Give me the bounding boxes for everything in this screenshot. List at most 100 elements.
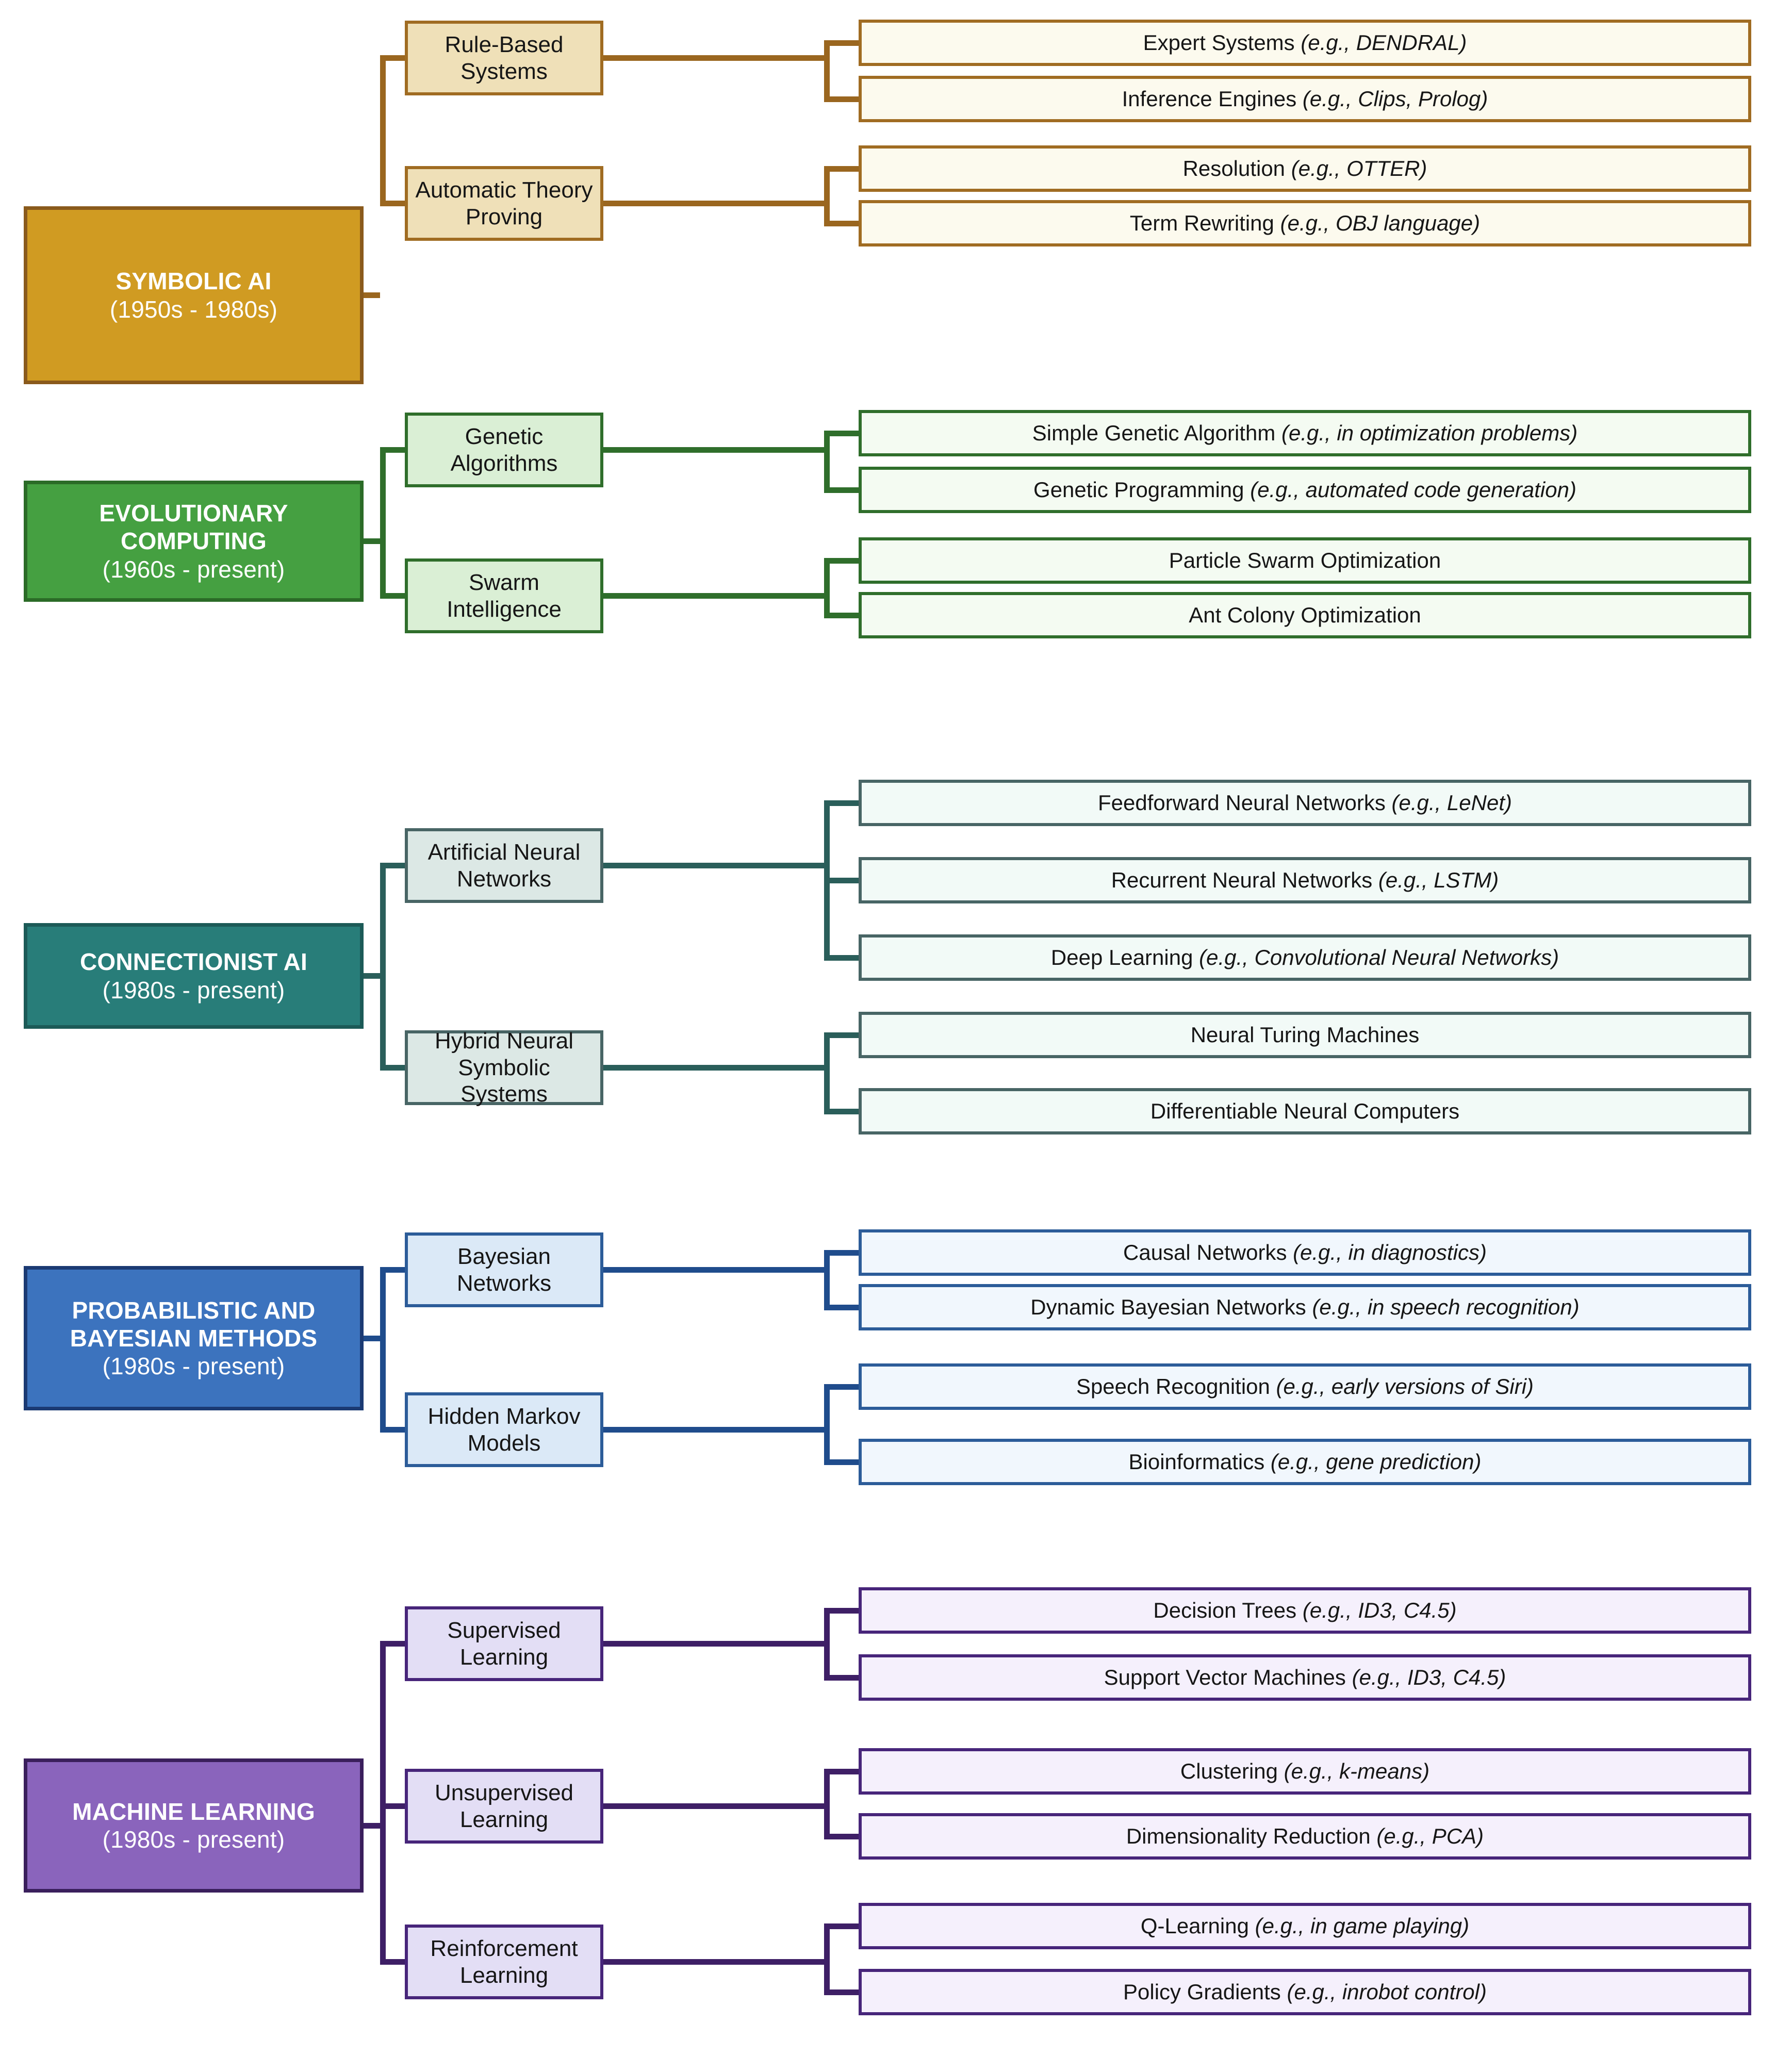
mid-node-evolutionary-1[interactable]: Swarm Intelligence [405, 558, 603, 633]
mid-node-bayesian-0[interactable]: Bayesian Networks [405, 1232, 603, 1307]
root-node-evolutionary[interactable]: EVOLUTIONARY COMPUTING(1960s - present) [24, 481, 364, 602]
leaf-node-machine_learning-1-0[interactable]: Clustering (e.g., k-means) [859, 1748, 1751, 1795]
leaf-example: (e.g., OTTER) [1291, 156, 1427, 181]
leaf-node-evolutionary-0-0[interactable]: Simple Genetic Algorithm (e.g., in optim… [859, 410, 1751, 456]
leaf-title: Bioinformatics [1128, 1450, 1265, 1474]
leaf-stub-machine_learning-0 [603, 1641, 824, 1647]
leaf-title: Deep Learning [1050, 945, 1193, 970]
leaf-spine-machine_learning-1 [824, 1768, 830, 1839]
root-title: EVOLUTIONARY COMPUTING [99, 500, 288, 555]
leaf-connector-connectionist-1-1 [824, 1108, 859, 1114]
leaf-connector-connectionist-0-0 [824, 800, 859, 806]
mid-node-label: Reinforcement Learning [430, 1935, 578, 1988]
child-connector-bayesian-1 [380, 1427, 405, 1433]
leaf-node-machine_learning-2-1[interactable]: Policy Gradients (e.g., inrobot control) [859, 1969, 1751, 2015]
leaf-node-symbolic-0-1[interactable]: Inference Engines (e.g., Clips, Prolog) [859, 76, 1751, 122]
leaf-stub-bayesian-1 [603, 1427, 824, 1433]
leaf-node-bayesian-1-0[interactable]: Speech Recognition (e.g., early versions… [859, 1363, 1751, 1410]
leaf-title: Term Rewriting [1129, 211, 1274, 236]
leaf-node-connectionist-1-0[interactable]: Neural Turing Machines [859, 1012, 1751, 1058]
leaf-node-symbolic-0-0[interactable]: Expert Systems (e.g., DENDRAL) [859, 20, 1751, 66]
leaf-example: (e.g., Convolutional Neural Networks) [1199, 945, 1559, 970]
leaf-title: Speech Recognition [1076, 1374, 1270, 1399]
trunk-spine-symbolic [380, 55, 386, 206]
trunk-stub-machine_learning [364, 1822, 380, 1829]
leaf-example: (e.g., ID3, C4.5) [1302, 1598, 1457, 1623]
leaf-node-bayesian-0-0[interactable]: Causal Networks (e.g., in diagnostics) [859, 1229, 1751, 1276]
trunk-stub-evolutionary [364, 538, 380, 544]
child-connector-machine_learning-2 [380, 1959, 405, 1965]
leaf-node-connectionist-0-2[interactable]: Deep Learning (e.g., Convolutional Neura… [859, 934, 1751, 981]
leaf-example: (e.g., early versions of Siri) [1276, 1374, 1534, 1399]
leaf-connector-connectionist-0-1 [824, 877, 859, 883]
leaf-node-evolutionary-1-1[interactable]: Ant Colony Optimization [859, 592, 1751, 638]
leaf-node-bayesian-0-1[interactable]: Dynamic Bayesian Networks (e.g., in spee… [859, 1284, 1751, 1330]
leaf-example: (e.g., ID3, C4.5) [1352, 1665, 1506, 1690]
leaf-example: (e.g., gene prediction) [1270, 1450, 1482, 1474]
mid-node-connectionist-1[interactable]: Hybrid Neural Symbolic Systems [405, 1028, 603, 1107]
mid-node-label: Unsupervised Learning [434, 1780, 574, 1832]
leaf-node-evolutionary-0-1[interactable]: Genetic Programming (e.g., automated cod… [859, 467, 1751, 513]
mid-node-evolutionary-0[interactable]: Genetic Algorithms [405, 413, 603, 487]
leaf-connector-bayesian-0-1 [824, 1304, 859, 1310]
leaf-node-machine_learning-0-1[interactable]: Support Vector Machines (e.g., ID3, C4.5… [859, 1654, 1751, 1701]
leaf-connector-bayesian-1-0 [824, 1384, 859, 1390]
leaf-spine-bayesian-1 [824, 1384, 830, 1465]
leaf-node-connectionist-0-1[interactable]: Recurrent Neural Networks (e.g., LSTM) [859, 857, 1751, 903]
root-node-bayesian[interactable]: PROBABILISTIC AND BAYESIAN METHODS(1980s… [24, 1266, 364, 1410]
leaf-example: (e.g., LeNet) [1391, 791, 1512, 815]
leaf-example: (e.g., DENDRAL) [1301, 30, 1467, 55]
leaf-connector-symbolic-1-1 [824, 220, 859, 226]
trunk-stub-connectionist [364, 973, 380, 979]
leaf-node-symbolic-1-1[interactable]: Term Rewriting (e.g., OBJ language) [859, 200, 1751, 246]
leaf-title: Q-Learning [1140, 1914, 1249, 1938]
leaf-connector-machine_learning-2-0 [824, 1923, 859, 1929]
leaf-example: (e.g., Clips, Prolog) [1302, 87, 1488, 111]
child-connector-machine_learning-1 [380, 1803, 405, 1809]
child-connector-evolutionary-0 [380, 447, 405, 453]
leaf-title: Differentiable Neural Computers [1150, 1099, 1460, 1124]
leaf-node-machine_learning-1-1[interactable]: Dimensionality Reduction (e.g., PCA) [859, 1813, 1751, 1860]
leaf-stub-evolutionary-1 [603, 593, 824, 599]
leaf-connector-symbolic-0-1 [824, 96, 859, 102]
root-title: MACHINE LEARNING [72, 1798, 315, 1825]
leaf-title: Inference Engines [1122, 87, 1297, 111]
leaf-connector-evolutionary-1-0 [824, 557, 859, 564]
root-node-connectionist[interactable]: CONNECTIONIST AI(1980s - present) [24, 923, 364, 1029]
leaf-node-machine_learning-2-0[interactable]: Q-Learning (e.g., in game playing) [859, 1903, 1751, 1949]
mid-node-symbolic-0[interactable]: Rule-Based Systems [405, 21, 603, 95]
leaf-title: Support Vector Machines [1104, 1665, 1346, 1690]
mid-node-machine_learning-0[interactable]: Supervised Learning [405, 1606, 603, 1681]
leaf-title: Genetic Programming [1033, 478, 1244, 502]
leaf-connector-symbolic-1-0 [824, 166, 859, 172]
leaf-example: (e.g., in speech recognition) [1312, 1295, 1580, 1320]
leaf-connector-connectionist-1-0 [824, 1032, 859, 1038]
mid-node-symbolic-1[interactable]: Automatic Theory Proving [405, 166, 603, 241]
leaf-node-evolutionary-1-0[interactable]: Particle Swarm Optimization [859, 537, 1751, 584]
root-period: (1980s - present) [102, 1826, 285, 1853]
mid-node-connectionist-0[interactable]: Artificial Neural Networks [405, 828, 603, 903]
root-node-symbolic[interactable]: SYMBOLIC AI(1950s - 1980s) [24, 206, 364, 384]
root-title: CONNECTIONIST AI [79, 948, 308, 976]
leaf-connector-connectionist-0-2 [824, 955, 859, 961]
mid-node-label: Hybrid Neural Symbolic Systems [435, 1028, 573, 1107]
mid-node-label: Automatic Theory Proving [415, 177, 593, 229]
leaf-stub-symbolic-0 [603, 55, 824, 61]
root-node-machine_learning[interactable]: MACHINE LEARNING(1980s - present) [24, 1758, 364, 1893]
leaf-node-connectionist-1-1[interactable]: Differentiable Neural Computers [859, 1088, 1751, 1134]
leaf-connector-bayesian-1-1 [824, 1459, 859, 1465]
mid-node-machine_learning-2[interactable]: Reinforcement Learning [405, 1925, 603, 1999]
leaf-example: (e.g., in optimization problems) [1281, 421, 1578, 446]
mid-node-machine_learning-1[interactable]: Unsupervised Learning [405, 1769, 603, 1844]
leaf-example: (e.g., in diagnostics) [1293, 1240, 1487, 1265]
child-connector-connectionist-1 [380, 1065, 405, 1071]
leaf-stub-symbolic-1 [603, 201, 824, 206]
leaf-node-symbolic-1-0[interactable]: Resolution (e.g., OTTER) [859, 145, 1751, 192]
leaf-title: Expert Systems [1143, 30, 1295, 55]
leaf-connector-machine_learning-0-1 [824, 1674, 859, 1681]
leaf-node-machine_learning-0-0[interactable]: Decision Trees (e.g., ID3, C4.5) [859, 1587, 1751, 1634]
leaf-node-bayesian-1-1[interactable]: Bioinformatics (e.g., gene prediction) [859, 1439, 1751, 1485]
leaf-node-connectionist-0-0[interactable]: Feedforward Neural Networks (e.g., LeNet… [859, 780, 1751, 826]
leaf-connector-machine_learning-1-1 [824, 1833, 859, 1839]
mid-node-bayesian-1[interactable]: Hidden Markov Models [405, 1392, 603, 1467]
